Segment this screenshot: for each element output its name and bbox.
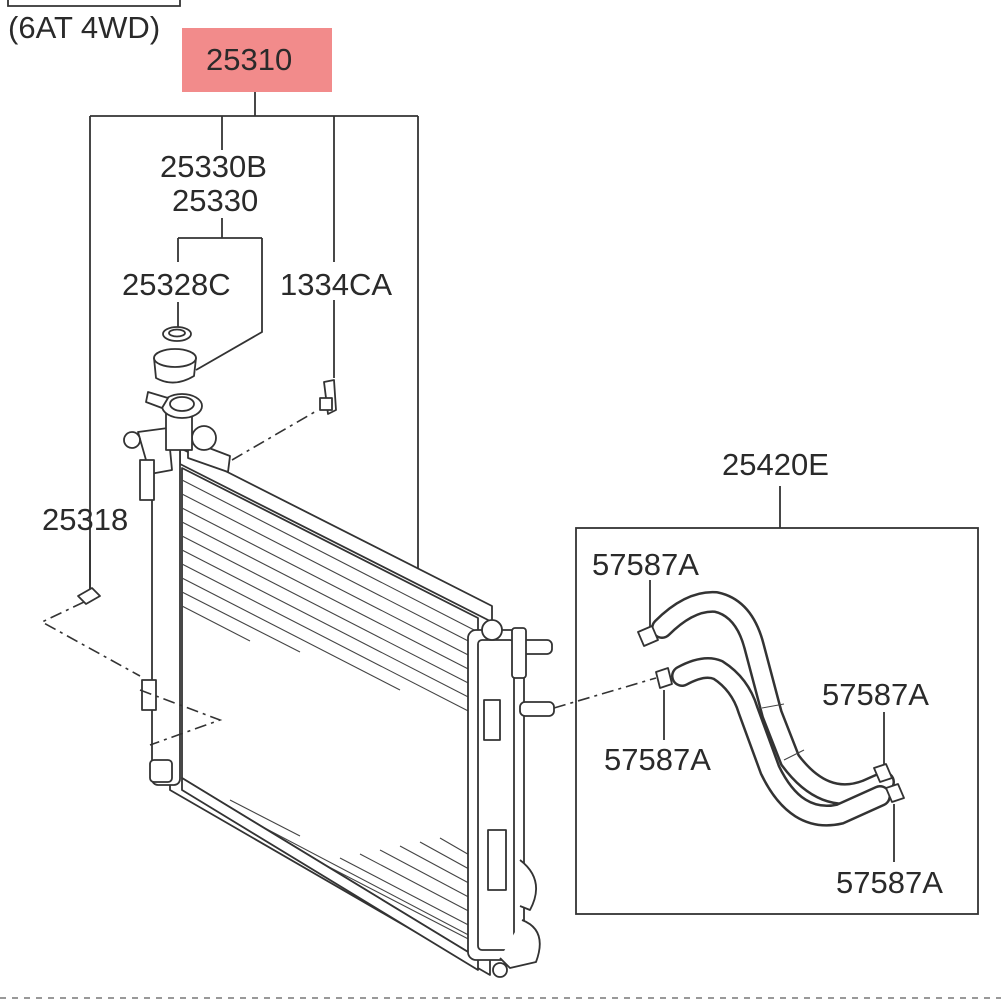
part-label-25330[interactable]: 25330 — [172, 183, 258, 218]
left-tank — [123, 425, 231, 786]
part-label-25328c[interactable]: 25328C — [122, 267, 231, 302]
hose-kit-frame — [575, 486, 979, 915]
assembly-leader-lines — [89, 92, 419, 590]
radiator-core — [169, 447, 493, 976]
hose-clamp-3 — [873, 712, 893, 783]
part-label-25310[interactable]: 25310 — [206, 42, 292, 77]
mounting-bracket — [319, 379, 337, 415]
assembly-highlight — [182, 28, 332, 92]
part-label-25318[interactable]: 25318 — [42, 502, 128, 537]
hose-clamp-1 — [637, 580, 659, 647]
radiator-cap — [153, 348, 197, 384]
drain-plug — [77, 587, 101, 605]
part-label-57587a-top[interactable]: 57587A — [592, 547, 699, 582]
part-label-57587a-mid[interactable]: 57587A — [604, 742, 711, 777]
part-label-57587a-right[interactable]: 57587A — [822, 677, 929, 712]
right-tank — [467, 619, 555, 978]
hose-clamp-2 — [655, 667, 673, 740]
part-label-57587a-bottom[interactable]: 57587A — [836, 865, 943, 900]
alignment-dash-lines — [40, 409, 657, 746]
part-label-25330b[interactable]: 25330B — [160, 149, 267, 184]
oil-cooler-hoses — [651, 590, 895, 827]
part-label-1334ca[interactable]: 1334CA — [280, 267, 392, 302]
variant-caption: (6AT 4WD) — [8, 10, 160, 45]
hose-clamp-4 — [885, 783, 905, 862]
cap-seal-ring — [162, 326, 192, 342]
cropped-caption-frame — [7, 0, 181, 7]
part-label-25420e[interactable]: 25420E — [722, 447, 829, 482]
filler-neck — [145, 391, 203, 451]
